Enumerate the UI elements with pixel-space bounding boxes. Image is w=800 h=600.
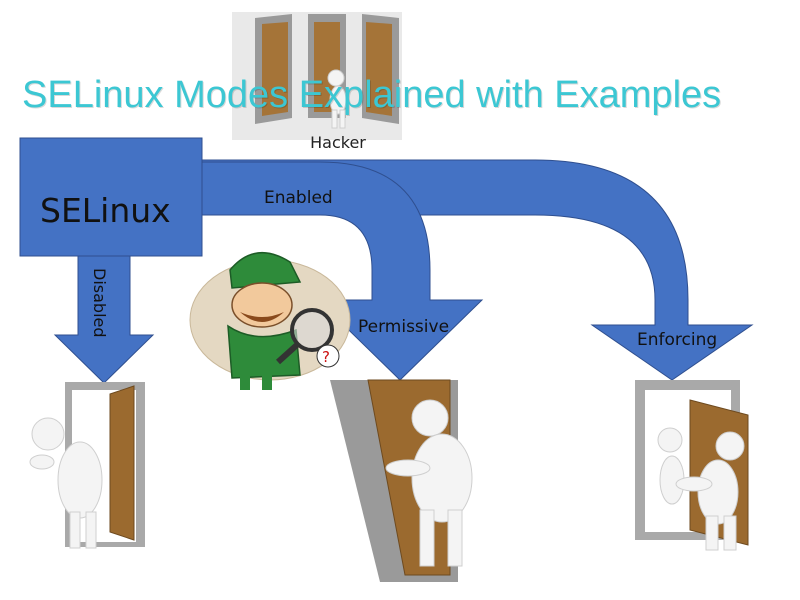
three-doors-illustration: Hacker [232,12,402,152]
disabled-label: Disabled [90,268,109,338]
hacker-label: Hacker [310,133,366,152]
enforcing-door-scene [635,380,749,551]
detective-magnifier-icon: ? [189,251,351,390]
hacker-figure-icon [327,69,347,129]
enabled-label: Enabled [264,188,333,208]
permissive-arrow [199,161,484,381]
svg-text:?: ? [322,348,330,366]
enforcing-label: Enforcing [637,330,717,350]
permissive-door-scene [330,379,473,582]
permissive-label: Permissive [358,317,449,337]
selinux-box [19,137,203,257]
selinux-box-label: SELinux [40,191,171,230]
disabled-door-scene [29,382,145,549]
page-title: SELinux Modes Explained with Examples [22,74,722,116]
disabled-arrow [53,244,155,384]
